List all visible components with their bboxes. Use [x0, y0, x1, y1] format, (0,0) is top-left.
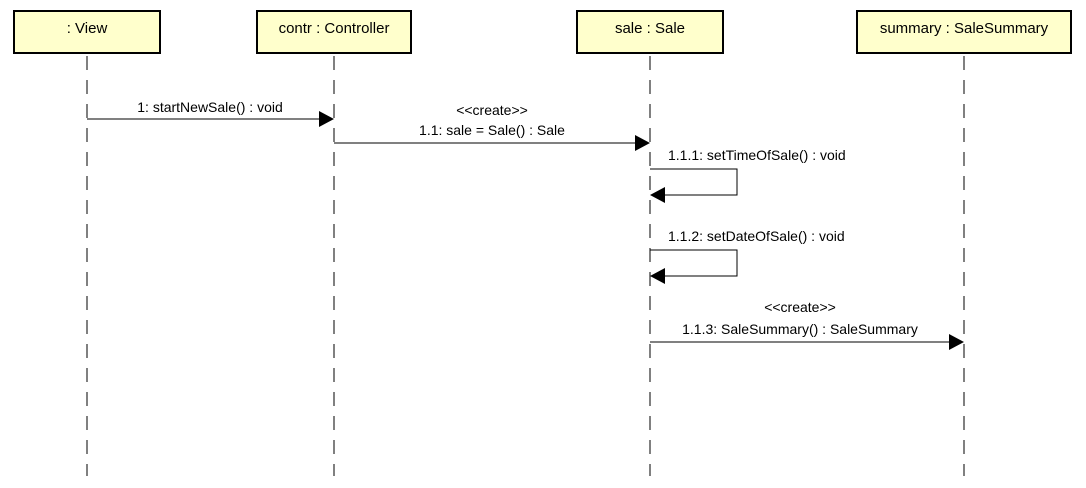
lifeline-sale: sale : Sale	[576, 10, 724, 476]
message-create-sale-summary-stereotype: <<create>>	[764, 299, 836, 315]
arrow-head-icon	[319, 111, 334, 127]
message-create-sale-summary-label: 1.1.3: SaleSummary() : SaleSummary	[682, 321, 918, 337]
lifeline-sale-box[interactable]: sale : Sale	[576, 10, 724, 54]
lifeline-summary-label: summary : SaleSummary	[880, 20, 1049, 37]
arrow-head-icon	[949, 334, 964, 350]
message-create-sale-summary[interactable]: <<create>> 1.1.3: SaleSummary() : SaleSu…	[650, 299, 964, 350]
lifeline-sale-label: sale : Sale	[615, 20, 685, 37]
message-set-date-of-sale[interactable]: 1.1.2: setDateOfSale() : void	[650, 228, 845, 284]
message-set-time-of-sale-line	[650, 168, 738, 196]
message-set-date-of-sale-line	[650, 249, 738, 277]
message-start-new-sale-label: 1: startNewSale() : void	[137, 99, 283, 115]
arrow-head-icon	[650, 187, 665, 203]
message-create-sale-stereotype: <<create>>	[456, 102, 528, 118]
message-set-date-of-sale-label: 1.1.2: setDateOfSale() : void	[668, 228, 845, 244]
lifeline-controller-box[interactable]: contr : Controller	[256, 10, 412, 54]
lifeline-view-label: : View	[67, 20, 108, 37]
lifeline-controller: contr : Controller	[256, 10, 412, 476]
message-set-time-of-sale[interactable]: 1.1.1: setTimeOfSale() : void	[650, 147, 846, 203]
arrow-head-icon	[635, 135, 650, 151]
lifeline-view: : View	[13, 10, 161, 476]
lifeline-controller-label: contr : Controller	[279, 20, 390, 37]
arrow-head-icon	[650, 268, 665, 284]
message-create-sale[interactable]: <<create>> 1.1: sale = Sale() : Sale	[334, 102, 650, 151]
lifeline-view-box[interactable]: : View	[13, 10, 161, 54]
message-create-sale-label: 1.1: sale = Sale() : Sale	[419, 122, 565, 138]
lifeline-summary-box[interactable]: summary : SaleSummary	[856, 10, 1072, 54]
lifeline-summary: summary : SaleSummary	[856, 10, 1072, 476]
message-set-time-of-sale-label: 1.1.1: setTimeOfSale() : void	[668, 147, 846, 163]
message-start-new-sale[interactable]: 1: startNewSale() : void	[87, 99, 334, 127]
